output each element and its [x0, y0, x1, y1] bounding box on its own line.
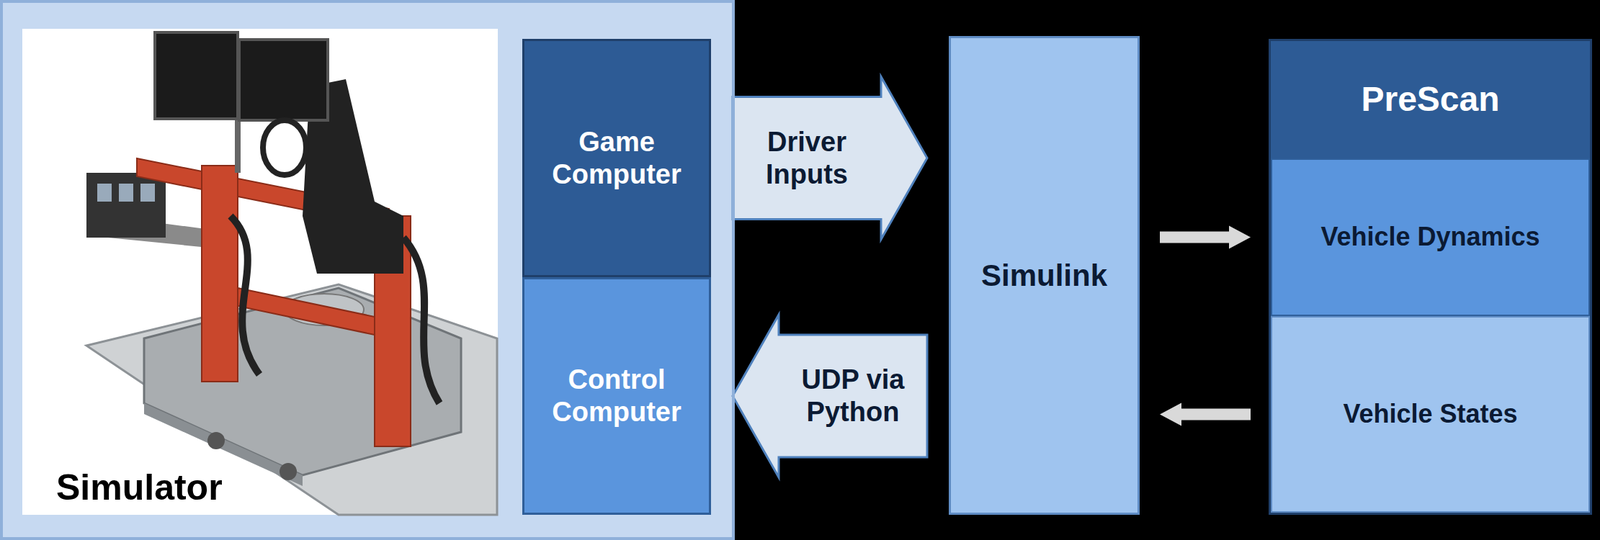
- node-label: Control Computer: [533, 363, 701, 429]
- node-label: Simulink: [981, 257, 1108, 294]
- arrow-connector: [1159, 403, 1251, 427]
- simulink-box: Simulink: [948, 36, 1140, 516]
- computer-box: Control Computer: [522, 277, 712, 516]
- arrow-connector: [1159, 226, 1251, 250]
- frame-bar: [237, 288, 375, 335]
- gauge: [97, 183, 112, 202]
- prescan-box: PreScanVehicle DynamicsVehicle States: [1268, 38, 1593, 516]
- node-label: Vehicle Dynamics: [1320, 221, 1540, 253]
- computer-box: Game Computer: [522, 38, 712, 278]
- prescan-module: Vehicle Dynamics: [1270, 158, 1590, 317]
- monitor-stand: [234, 118, 241, 173]
- node-label: Simulator: [56, 466, 223, 510]
- wheel: [207, 432, 225, 450]
- gauge: [140, 183, 155, 202]
- node-label: Vehicle States: [1342, 399, 1518, 430]
- monitor: [239, 39, 328, 121]
- simulator-frame-fill: [0, 0, 735, 540]
- node-label: PreScan: [1270, 41, 1590, 159]
- frame-pillar: [201, 165, 238, 382]
- prescan-module: Vehicle States: [1270, 316, 1590, 513]
- motion-base: [144, 288, 462, 476]
- block-arrow: [732, 314, 928, 478]
- monitor: [154, 32, 238, 119]
- hose: [230, 216, 260, 375]
- photo-ground: [22, 28, 498, 516]
- block-arrow: [732, 77, 928, 240]
- node-label: Game Computer: [533, 126, 701, 191]
- steering-wheel: [262, 120, 307, 176]
- wheel: [279, 463, 297, 481]
- edge-label: UDP via Python: [782, 363, 924, 429]
- gauge: [118, 183, 134, 202]
- gauge-panel: [86, 172, 166, 238]
- hose: [403, 237, 440, 404]
- simulator-panel: Simulator Game ComputerControl Computer: [0, 0, 735, 540]
- edge-label: Driver Inputs: [736, 126, 878, 191]
